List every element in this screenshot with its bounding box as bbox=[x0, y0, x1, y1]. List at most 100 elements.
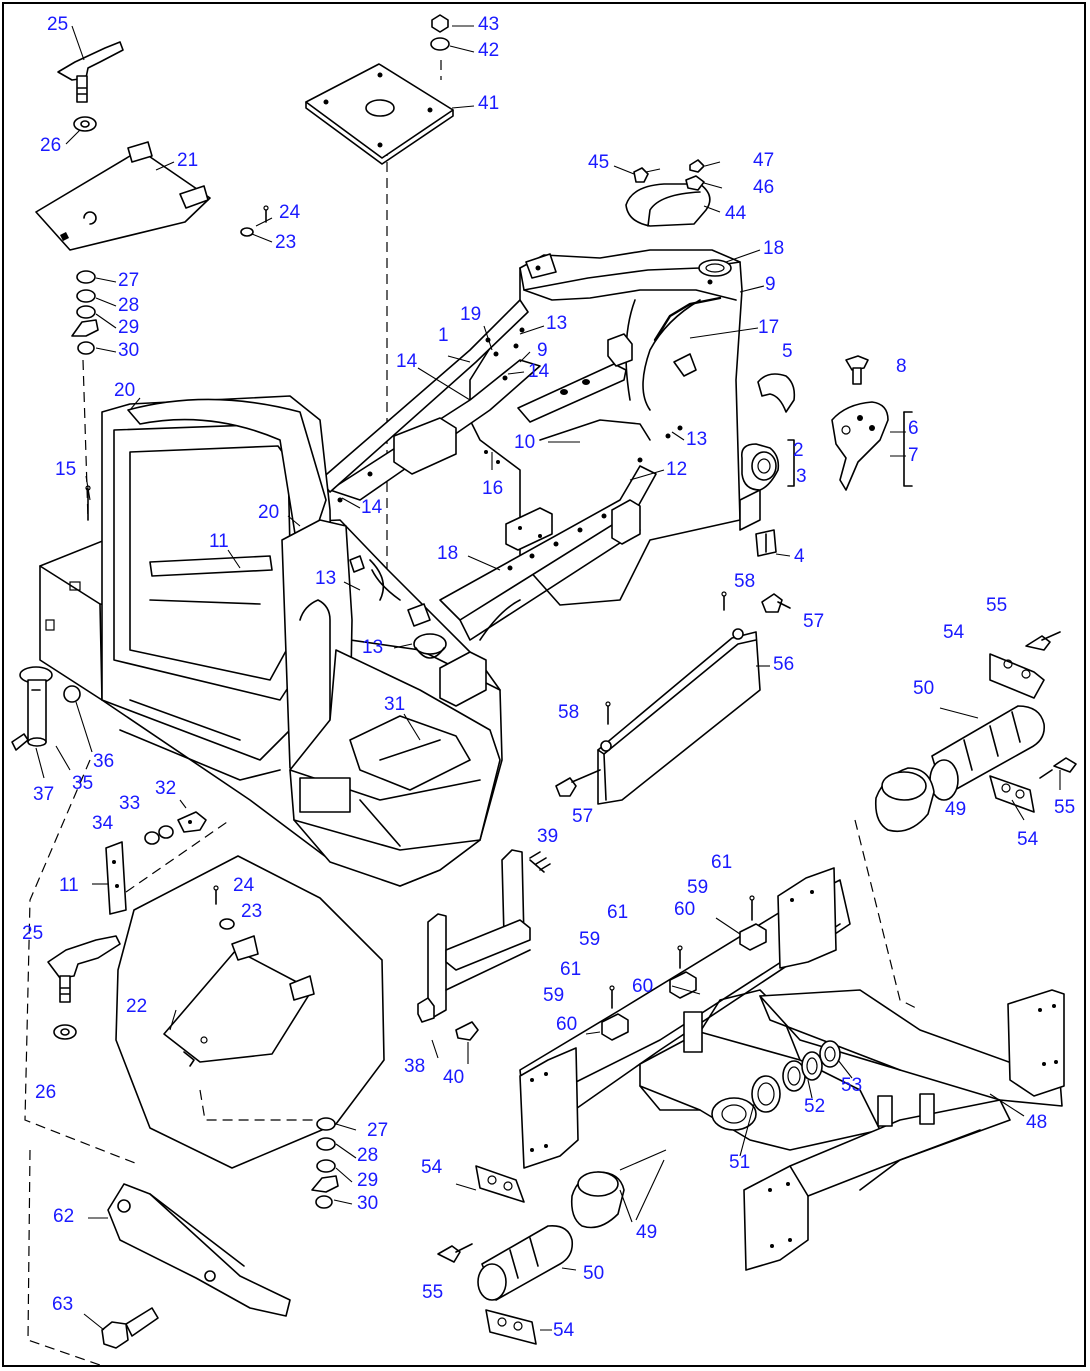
callout-c25b: 25 bbox=[22, 923, 43, 944]
pin-assembly-bottom bbox=[437, 1149, 667, 1345]
callout-c3: 3 bbox=[796, 466, 807, 487]
callout-c49b: 49 bbox=[636, 1222, 657, 1243]
bracket-plate-11 bbox=[92, 819, 231, 915]
callout-c7: 7 bbox=[908, 445, 919, 466]
callout-c4: 4 bbox=[794, 546, 805, 567]
callout-c24b: 24 bbox=[233, 875, 255, 896]
callout-c15: 15 bbox=[55, 459, 76, 480]
callout-c54b: 54 bbox=[1017, 829, 1039, 850]
callout-c6: 6 bbox=[908, 418, 919, 439]
side-panel-56 bbox=[555, 591, 791, 805]
callout-c11a: 11 bbox=[209, 531, 229, 552]
callout-c37: 37 bbox=[33, 784, 54, 805]
callout-c55b: 55 bbox=[1054, 797, 1075, 818]
callout-c14c: 14 bbox=[361, 497, 383, 518]
callout-c29a: 29 bbox=[118, 317, 139, 338]
callout-c59a: 59 bbox=[687, 877, 708, 898]
callout-c45: 45 bbox=[588, 152, 609, 173]
callout-c50a: 50 bbox=[913, 678, 934, 699]
callout-c55c: 55 bbox=[422, 1282, 443, 1303]
left-enclosure bbox=[39, 395, 521, 887]
callout-c30a: 30 bbox=[118, 340, 139, 361]
callout-c49a: 49 bbox=[945, 799, 966, 820]
callout-c17: 17 bbox=[758, 317, 779, 338]
callout-c11b: 11 bbox=[59, 875, 79, 896]
callout-c12: 12 bbox=[666, 459, 687, 480]
callout-c26a: 26 bbox=[40, 135, 61, 156]
callout-c54c: 54 bbox=[421, 1157, 443, 1178]
fastener-stack-bottom bbox=[311, 1117, 357, 1209]
detail-octagon bbox=[115, 855, 385, 1169]
callout-c13b: 13 bbox=[686, 429, 707, 450]
filler-pipe bbox=[11, 666, 93, 779]
callout-c25a: 25 bbox=[47, 14, 68, 35]
callout-c13a: 13 bbox=[546, 313, 567, 334]
callout-c13c: 13 bbox=[315, 568, 336, 589]
callout-c9a: 9 bbox=[765, 274, 776, 295]
right-side-parts bbox=[740, 355, 913, 557]
callout-c42: 42 bbox=[478, 40, 499, 61]
callout-c62: 62 bbox=[53, 1206, 74, 1227]
top-plate bbox=[305, 14, 454, 165]
callout-c57b: 57 bbox=[572, 806, 593, 827]
callout-c63: 63 bbox=[52, 1294, 73, 1315]
callout-c61b: 61 bbox=[607, 902, 628, 923]
callout-c31: 31 bbox=[384, 694, 405, 715]
callout-c56: 56 bbox=[773, 654, 794, 675]
callout-c14a: 14 bbox=[396, 351, 418, 372]
pin-assembly-right bbox=[874, 631, 1077, 833]
cover-plate-top bbox=[35, 141, 269, 251]
callout-c59c: 59 bbox=[543, 985, 564, 1006]
callout-c14b: 14 bbox=[528, 361, 550, 382]
callout-c2: 2 bbox=[793, 440, 804, 461]
lever-top bbox=[57, 41, 124, 132]
support-frame-38 bbox=[417, 849, 551, 1064]
callout-c13d: 13 bbox=[362, 637, 383, 658]
callout-c27a: 27 bbox=[118, 270, 139, 291]
lever-bottom bbox=[47, 935, 121, 1040]
callout-c29b: 29 bbox=[357, 1170, 378, 1191]
support-bracket-62 bbox=[83, 1183, 291, 1349]
callout-c43: 43 bbox=[478, 14, 499, 35]
callout-c60a: 60 bbox=[674, 899, 695, 920]
callout-c19: 19 bbox=[460, 304, 481, 325]
callout-c9b: 9 bbox=[537, 340, 548, 361]
callout-c38: 38 bbox=[404, 1056, 425, 1077]
callout-c60c: 60 bbox=[556, 1014, 577, 1035]
callout-c5: 5 bbox=[782, 341, 793, 362]
callout-c36: 36 bbox=[93, 751, 114, 772]
callout-c58a: 58 bbox=[734, 571, 755, 592]
callout-c53: 53 bbox=[841, 1075, 862, 1096]
callout-c20a: 20 bbox=[114, 380, 135, 401]
callout-c47: 47 bbox=[753, 150, 774, 171]
callout-c1: 1 bbox=[438, 325, 449, 346]
fastener-stack-top bbox=[71, 270, 99, 355]
small-fittings-32-34 bbox=[144, 799, 207, 845]
callout-c35: 35 bbox=[72, 773, 93, 794]
callout-c26b: 26 bbox=[35, 1082, 56, 1103]
callout-c58b: 58 bbox=[558, 702, 579, 723]
callout-c48: 48 bbox=[1026, 1112, 1047, 1133]
callout-c20b: 20 bbox=[258, 502, 279, 523]
callout-c34: 34 bbox=[92, 813, 114, 834]
callout-c51: 51 bbox=[729, 1152, 750, 1173]
callout-c61c: 61 bbox=[560, 959, 581, 980]
callout-c54a: 54 bbox=[943, 622, 965, 643]
callout-c21: 21 bbox=[177, 150, 198, 171]
callout-c60b: 60 bbox=[632, 976, 653, 997]
callout-c28a: 28 bbox=[118, 295, 139, 316]
main-frame bbox=[319, 249, 761, 641]
callout-c16: 16 bbox=[482, 478, 503, 499]
callout-c32: 32 bbox=[155, 778, 176, 799]
frame-fasteners bbox=[85, 279, 713, 627]
callout-c33: 33 bbox=[119, 793, 140, 814]
callout-c10: 10 bbox=[514, 432, 535, 453]
callout-c52: 52 bbox=[804, 1096, 825, 1117]
callout-c18b: 18 bbox=[437, 543, 458, 564]
callout-c24a: 24 bbox=[279, 202, 301, 223]
callout-c30b: 30 bbox=[357, 1193, 378, 1214]
